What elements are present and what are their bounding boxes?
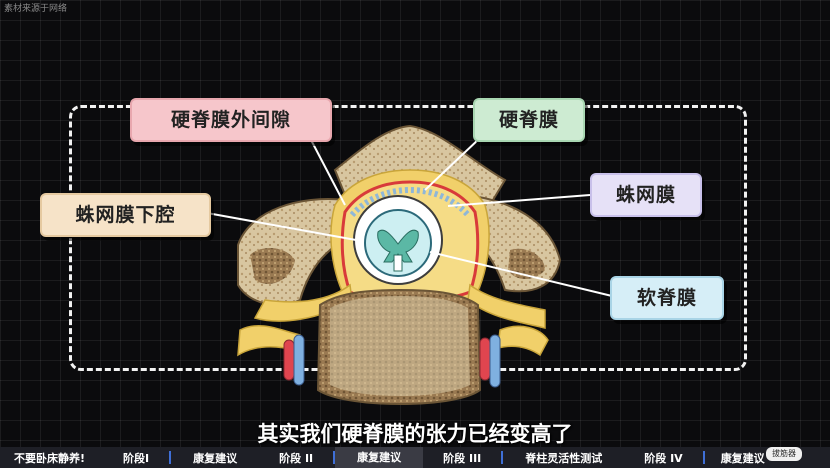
chapter-navbar: 不要卧床静养! 阶段I 康复建议 阶段 II 康复建议 阶段 III 脊柱灵活性… (0, 447, 830, 468)
chapter-spine-flexibility-test[interactable]: 脊柱灵活性测试 (525, 451, 603, 465)
subtitle-caption: 其实我们硬脊膜的张力已经变高了 (257, 422, 573, 446)
chapter-phase-4[interactable]: 阶段 IV (644, 451, 683, 465)
right-artery (479, 337, 491, 381)
tooltip-badge: 拔筋器 (766, 447, 802, 461)
watermark: 素材来源于网络 (4, 4, 68, 14)
leader-arachnoid (447, 194, 591, 207)
chapter-separator (702, 451, 705, 464)
chapter-no-bed-rest[interactable]: 不要卧床静养! (14, 451, 86, 465)
leader-pia (429, 251, 613, 297)
label-epidural-space: 硬脊膜外间隙 (130, 98, 332, 142)
right-nerve-root (467, 283, 546, 329)
vertebral-body-cortex (330, 296, 470, 396)
leader-subarachnoid (206, 212, 357, 241)
chapter-advice-4[interactable]: 康复建议 (720, 451, 765, 465)
left-artery (283, 339, 295, 381)
label-subarachnoid-space: 蛛网膜下腔 (40, 193, 211, 237)
chapter-phase-1[interactable]: 阶段I (123, 451, 150, 465)
chapter-advice-2[interactable]: 康复建议 (335, 447, 424, 468)
chapter-separator (333, 451, 336, 464)
chapter-phase-2[interactable]: 阶段 II (279, 451, 314, 465)
label-dura-mater: 硬脊膜 (473, 98, 585, 142)
chapter-separator (501, 451, 504, 464)
right-process-spongy (508, 248, 545, 279)
arachnoid-layer (349, 186, 471, 218)
chapter-advice-1[interactable]: 康复建议 (193, 451, 238, 465)
left-process-spongy (250, 248, 295, 284)
label-pia-mater: 软脊膜 (610, 276, 724, 320)
left-vein (293, 334, 305, 386)
right-vein (489, 334, 501, 388)
central-canal (393, 254, 403, 272)
chapter-phase-3[interactable]: 阶段 III (443, 451, 482, 465)
label-arachnoid: 蛛网膜 (590, 173, 702, 217)
leader-epidural (309, 137, 346, 206)
gray-matter (377, 229, 419, 263)
spinal-cord (364, 209, 432, 277)
chapter-separator (169, 451, 172, 464)
leader-dura (424, 137, 481, 191)
right-nerve-branch (497, 325, 549, 357)
